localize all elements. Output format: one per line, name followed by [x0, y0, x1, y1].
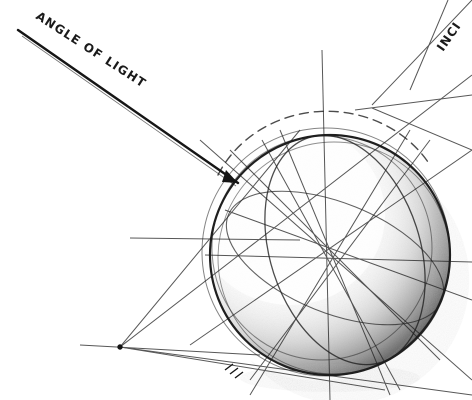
angle-of-light-label: ANGLE OF LIGHT	[33, 9, 149, 91]
incidence-label: INCI	[434, 19, 464, 54]
light-ray	[18, 30, 238, 186]
